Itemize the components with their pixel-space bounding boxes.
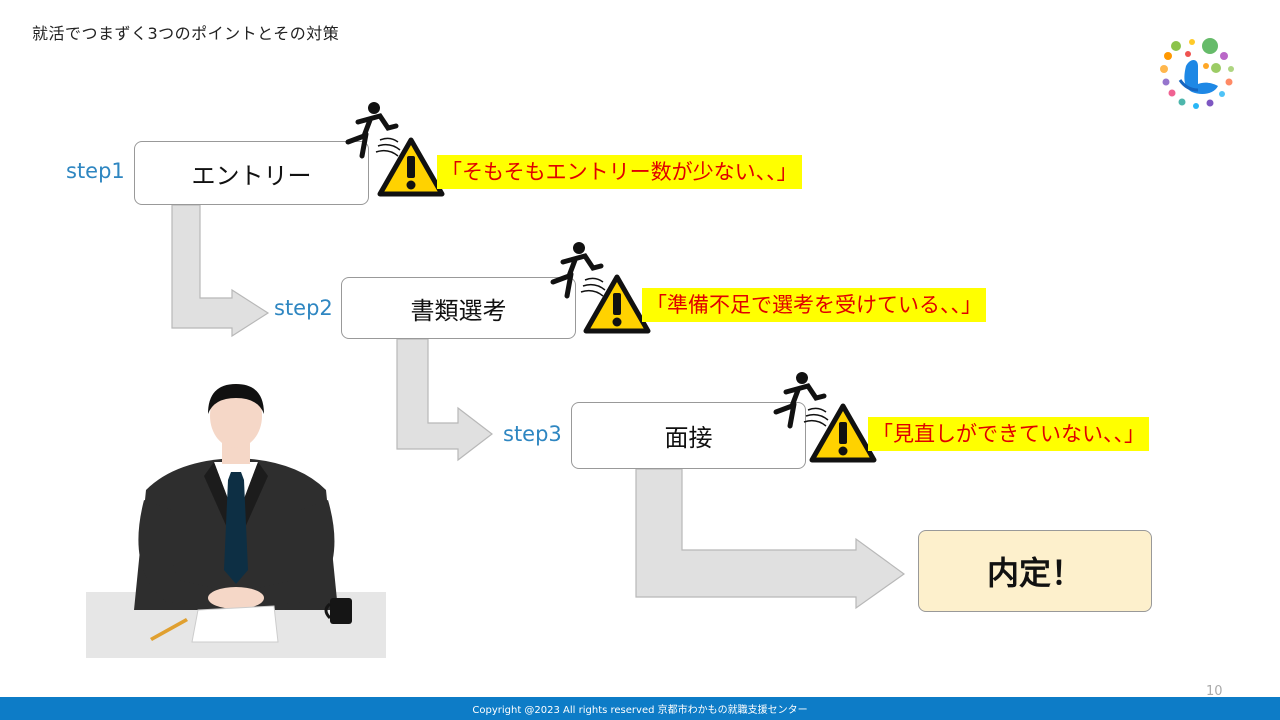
footer-bar: Copyright @2023 All rights reserved 京都市わ…: [0, 697, 1280, 720]
step1-issue: 「そもそもエントリー数が少ない、、」: [437, 155, 802, 189]
flow-arrow-1: [171, 204, 270, 338]
stumbling-person-icon: [345, 102, 401, 159]
final-box: 内定！: [918, 530, 1152, 612]
flow-arrow-2: [396, 338, 493, 462]
interviewer-illustration: [86, 384, 386, 658]
step3-label: step3: [503, 422, 562, 446]
copyright-text: Copyright @2023 All rights reserved 京都市わ…: [472, 705, 808, 716]
step3-name: 面接: [664, 424, 713, 452]
step1-box: エントリー: [134, 141, 369, 205]
organization-logo: [1160, 38, 1234, 109]
stumbling-person-icon: [773, 372, 829, 429]
step2-label: step2: [274, 296, 333, 320]
step2-issue: 「準備不足で選考を受けている、、」: [642, 288, 986, 322]
step1-name: エントリー: [191, 161, 312, 190]
page-number: 10: [1206, 684, 1223, 699]
step1-label: step1: [66, 159, 125, 183]
flow-arrow-3: [635, 468, 906, 610]
step3-issue: 「見直しができていない、、」: [868, 417, 1149, 451]
step3-box: 面接: [571, 402, 806, 469]
step2-name: 書類選考: [410, 296, 507, 325]
stumbling-person-icon: [550, 242, 606, 299]
final-label: 内定！: [986, 554, 1083, 592]
warning-triangle-icon: [809, 403, 877, 463]
slide-title: 就活でつまずく3つのポイントとその対策: [32, 24, 340, 43]
warning-triangle-icon: [583, 274, 651, 334]
step2-box: 書類選考: [341, 277, 576, 339]
warning-triangle-icon: [377, 137, 445, 197]
